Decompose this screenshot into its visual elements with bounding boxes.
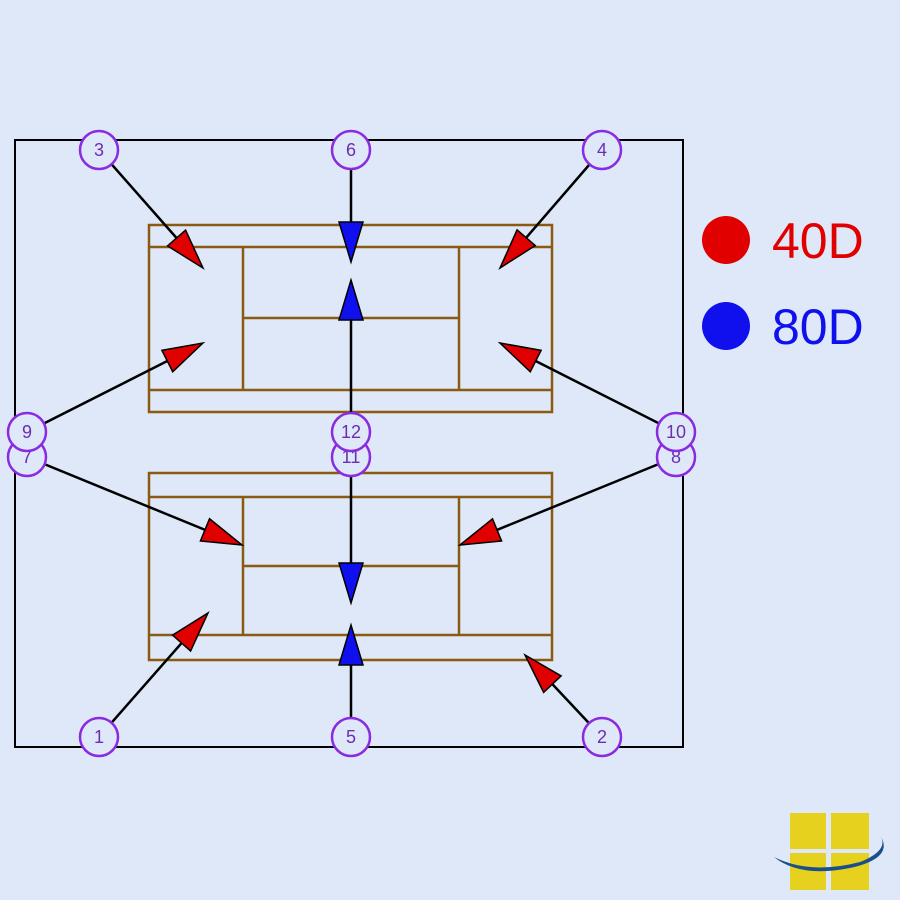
pole-label: 4 [597,140,607,160]
pole-10: 10 [655,411,697,453]
pole-label: 12 [341,422,361,442]
40d-fixture-marker [166,228,205,270]
40d-fixture-marker [457,517,503,546]
aim-line [26,355,177,434]
pole-label: 6 [346,140,356,160]
legend-80d-dot [702,302,750,350]
logo [774,813,884,890]
pole-4: 4 [581,129,623,171]
aim-arrow-pole-10 [497,341,677,434]
40d-fixture-marker [199,517,245,546]
pole-2: 2 [581,716,623,758]
pole-label: 11 [342,447,361,467]
aim-line [526,355,677,434]
80d-fixture-marker [337,622,365,666]
40d-fixture-marker [171,611,210,653]
pole-6: 6 [330,129,372,171]
pole-3: 3 [78,129,120,171]
pole-9: 9 [6,411,48,453]
aim-arrow-pole-1 [98,611,210,738]
pole-label: 10 [666,422,686,442]
40d-fixture-marker [523,653,563,694]
aim-line [98,149,185,247]
pole-label: 5 [346,727,356,747]
aim-arrow-pole-8 [457,455,677,546]
aim-line [98,634,190,738]
aim-arrow-pole-12 [337,277,365,432]
legend-40d-dot [702,216,750,264]
40d-fixture-marker [497,341,543,373]
pole-label: 1 [94,727,104,747]
aim-arrow-pole-4 [498,149,603,270]
aim-line [26,455,215,535]
aim-line [518,149,603,247]
80d-fixture-marker [337,277,365,321]
legend-40d-label: 40D [772,213,864,269]
40d-fixture-marker [498,228,537,270]
pole-label: 3 [94,140,104,160]
pole-label: 2 [597,727,607,747]
aim-arrow-pole-9 [26,341,206,434]
pole-label: 8 [671,447,681,467]
aim-arrow-pole-11 [337,457,365,606]
40d-fixture-marker [160,341,206,373]
aim-line [487,455,677,535]
pole-12: 12 [330,411,372,453]
pole-label: 7 [22,447,32,467]
aim-arrow-pole-7 [26,455,245,546]
aim-arrow-pole-3 [98,149,205,270]
legend: 40D 80D [702,213,864,355]
pole-label: 9 [22,422,32,442]
pole-5: 5 [330,716,372,758]
80d-fixture-marker [337,221,365,265]
pole-1: 1 [78,716,120,758]
80d-fixture-marker [337,562,365,606]
legend-80d-label: 80D [772,299,864,355]
